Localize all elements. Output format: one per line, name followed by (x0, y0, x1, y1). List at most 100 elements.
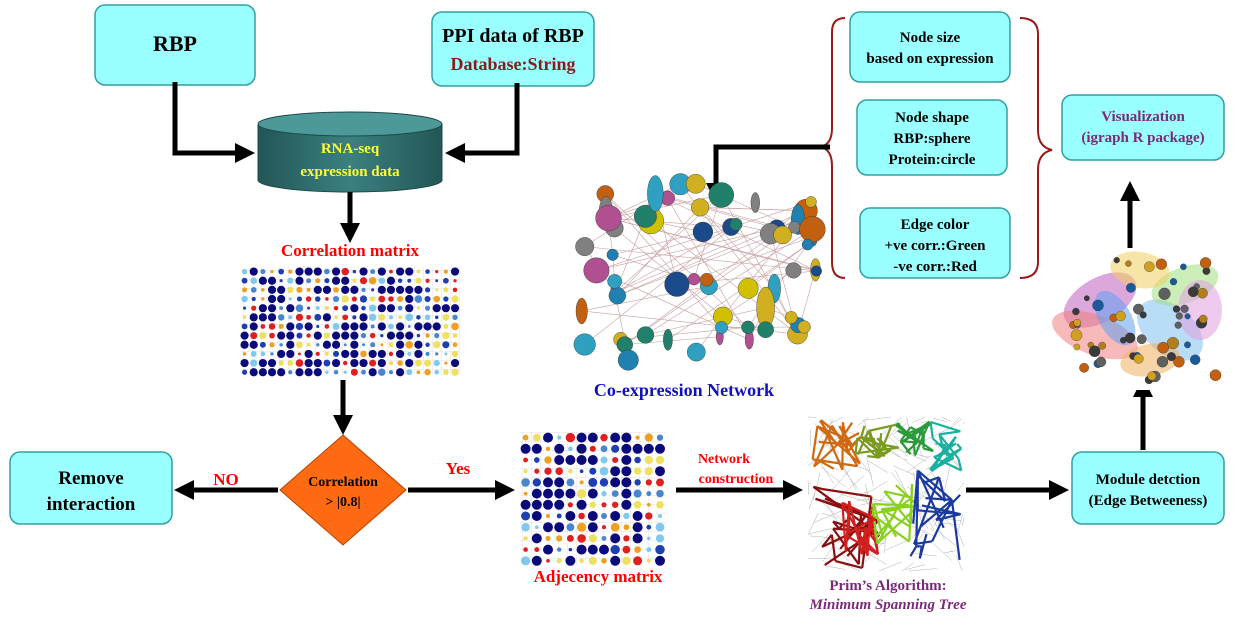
matrix-dot (543, 489, 553, 499)
matrix-dot (334, 316, 338, 320)
network-node (687, 343, 705, 361)
mst-tree-edge (877, 542, 878, 544)
matrix-dot (555, 467, 563, 475)
matrix-dot (405, 304, 413, 312)
matrix-dot (565, 556, 575, 566)
matrix-dot (405, 295, 413, 303)
matrix-dot (341, 277, 349, 285)
matrix-dot (532, 489, 542, 499)
matrix-dot (442, 341, 449, 348)
module-node (1170, 278, 1177, 285)
matrix-dot (645, 433, 653, 441)
matrix-dot (621, 489, 631, 499)
network-node (811, 266, 822, 277)
matrix-dot (359, 359, 367, 367)
matrix-dot (533, 478, 541, 486)
visualization-line2: (igraph R package) (1081, 130, 1204, 146)
matrix-dot (287, 278, 293, 284)
matrix-dot (646, 479, 652, 485)
matrix-dot (601, 491, 606, 496)
network-node (758, 322, 774, 338)
matrix-dot (397, 360, 403, 366)
matrix-dot (610, 477, 620, 487)
matrix-dot (296, 287, 302, 293)
matrix-dot (588, 522, 598, 532)
matrix-dot (557, 436, 561, 440)
matrix-dot (396, 267, 404, 275)
edge-color-box: Edge color +ve corr.:Green -ve corr.:Red (860, 208, 1010, 278)
matrix-dot (387, 332, 395, 340)
rnaseq-line2: expression data (300, 164, 400, 180)
matrix-dot (268, 368, 276, 376)
matrix-dot (635, 435, 639, 439)
matrix-dot (434, 360, 440, 366)
decision-line2: > |0.8| (325, 495, 360, 510)
matrix-dot (600, 467, 609, 476)
matrix-dot (407, 279, 411, 283)
minimum-spanning-tree-image (806, 415, 966, 573)
matrix-dot (323, 286, 331, 294)
matrix-dot (314, 314, 321, 321)
matrix-dot (325, 352, 329, 356)
matrix-dot (396, 286, 404, 294)
matrix-dot (557, 558, 562, 563)
matrix-dot (342, 295, 349, 302)
matrix-dot (316, 325, 319, 328)
network-node (576, 237, 594, 255)
matrix-dot (533, 434, 541, 442)
matrix-dot (577, 523, 586, 532)
node-shape-line2: RBP:sphere (893, 131, 971, 147)
matrix-dot (544, 468, 551, 475)
matrix-dot (442, 314, 449, 321)
matrix-dot (378, 314, 385, 321)
matrix-dot (567, 479, 575, 487)
matrix-dot (406, 369, 412, 375)
correlation-decision-diamond: Correlation > |0.8| (280, 435, 406, 545)
matrix-dot (251, 287, 257, 293)
matrix-dot (259, 368, 267, 376)
matrix-dot (378, 322, 386, 330)
module-node (1185, 314, 1191, 320)
node-size-box: Node size based on expression (850, 12, 1010, 82)
matrix-dot (414, 350, 422, 358)
matrix-dot (523, 547, 528, 552)
matrix-dot (415, 360, 422, 367)
matrix-dot (405, 314, 413, 322)
matrix-dot (378, 286, 386, 294)
matrix-dot (334, 370, 338, 374)
matrix-dot (633, 511, 643, 521)
matrix-dot (279, 306, 283, 310)
matrix-dot (577, 534, 586, 543)
matrix-dot (612, 490, 619, 497)
matrix-dot (452, 315, 457, 320)
matrix-dot (389, 352, 393, 356)
matrix-dot (350, 359, 358, 367)
matrix-dot (452, 351, 458, 357)
matrix-dot (277, 368, 285, 376)
matrix-dot (417, 270, 421, 274)
matrix-dot (633, 444, 643, 454)
matrix-dot (286, 304, 294, 312)
matrix-dot (621, 455, 631, 465)
matrix-dot (306, 296, 312, 302)
matrix-dot (521, 512, 530, 521)
matrix-dot (415, 295, 423, 303)
matrix-dot (250, 359, 257, 366)
matrix-dot (240, 332, 248, 340)
matrix-dot (387, 304, 395, 312)
matrix-dot (389, 315, 393, 319)
module-node (1089, 346, 1100, 357)
matrix-dot (577, 455, 587, 465)
matrix-dot (417, 334, 420, 337)
matrix-dot (565, 511, 575, 521)
matrix-dot (601, 445, 608, 452)
network-node (686, 174, 705, 193)
matrix-dot (647, 503, 651, 507)
matrix-dot (280, 279, 283, 282)
matrix-dot (324, 269, 330, 275)
matrix-dot (261, 352, 266, 357)
matrix-dot (307, 307, 310, 310)
matrix-dot (523, 435, 529, 441)
matrix-dot (369, 360, 376, 367)
matrix-dot (370, 296, 375, 301)
